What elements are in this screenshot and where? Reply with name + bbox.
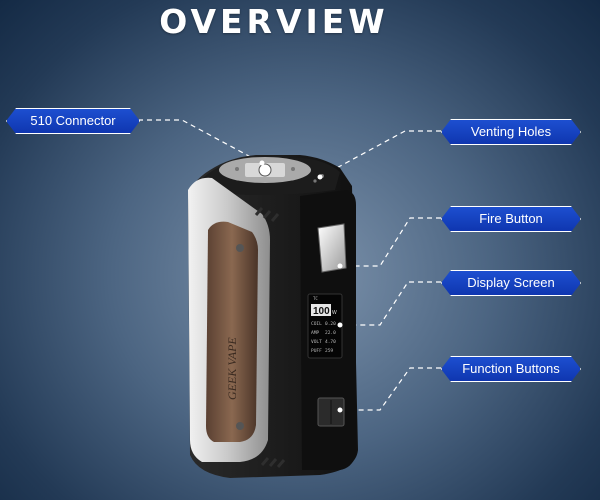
screw-icon — [291, 167, 295, 171]
grip-ridges — [254, 207, 286, 468]
screen-row-label: AMP — [311, 330, 319, 336]
callout-label: Function Buttons — [462, 361, 560, 376]
vent-hole — [313, 179, 317, 183]
screw-icon — [236, 244, 244, 252]
screen-row-value: 22.0 — [325, 330, 336, 336]
screen-row-label: COIL — [311, 321, 322, 327]
callout-510-connector: 510 Connector — [6, 108, 140, 134]
callout-label: Venting Holes — [470, 124, 552, 139]
screen-mode: TC — [313, 296, 318, 301]
screen-row-label: PUFF — [311, 348, 322, 354]
page-title: OVERVIEW — [159, 2, 389, 41]
callout-venting-holes: Venting Holes — [441, 119, 581, 145]
screen-row-label: VOLT — [311, 339, 322, 345]
screw-icon — [235, 167, 239, 171]
fire-button — [317, 223, 347, 273]
brand-engraving: GEEK VAPE — [225, 337, 239, 400]
screen-power-value: 100 — [313, 306, 330, 317]
screen-power-box — [311, 304, 331, 316]
callout-label: Display Screen — [467, 275, 555, 290]
callout-label: 510 Connector — [30, 113, 116, 128]
screen-power-unit: W — [332, 310, 337, 316]
screen-row-value: 4.70 — [325, 339, 336, 345]
callout-label: Fire Button — [479, 211, 543, 226]
wood-inlay — [206, 221, 258, 442]
510-connector-pin — [258, 163, 272, 177]
screw-icon — [236, 422, 244, 430]
callout-function-buttons: Function Buttons — [441, 356, 581, 382]
screen-row-value: 0.20 — [325, 321, 336, 327]
callout-fire-button: Fire Button — [441, 206, 581, 232]
screen-row-value: 259 — [325, 348, 333, 354]
callout-display-screen: Display Screen — [441, 270, 581, 296]
leader-lines — [138, 119, 441, 411]
callout-dots — [259, 160, 343, 413]
